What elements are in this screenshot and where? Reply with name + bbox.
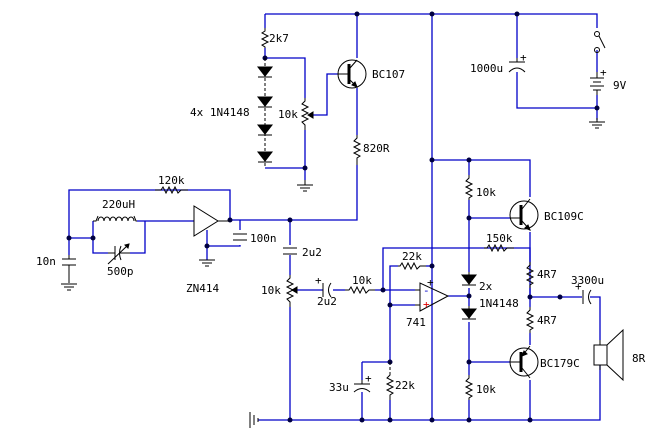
label-220uh: 220uH — [102, 198, 135, 211]
resistor-22k-bias: 22k — [385, 362, 415, 400]
capacitor-100n: 100n — [233, 232, 277, 245]
diode-pair-2x: 2x 1N4148 — [460, 272, 519, 320]
transistor-bc179c: BC179C — [509, 345, 580, 379]
variable-capacitor-500p: 500p — [107, 243, 134, 278]
resistor-10k-bottom: 10k — [464, 375, 496, 400]
capacitor-10n: 10n — [36, 255, 76, 283]
label-3300u: 3300u — [571, 274, 604, 287]
label-inverting: - — [423, 284, 430, 297]
label-22k-feedback: 22k — [402, 250, 422, 263]
opamp-741: - + + 741 — [406, 276, 450, 329]
resistor-22k-feedback: 22k — [398, 250, 426, 271]
label-33u: 33u — [329, 381, 349, 394]
label-820r: 820R — [363, 142, 390, 155]
potentiometer-bias-10k: 10k — [278, 98, 314, 130]
label-pot-10k: 10k — [278, 108, 298, 121]
junctions — [66, 11, 600, 423]
capacitor-2u2-a: 2u2 — [283, 246, 322, 259]
label-10k-top: 10k — [476, 186, 496, 199]
inductor-220uh: 220uH — [93, 198, 137, 222]
label-plus: + — [600, 66, 607, 79]
label-plus: + — [575, 280, 582, 293]
label-9v: 9V — [613, 79, 627, 92]
label-500p: 500p — [107, 265, 134, 278]
resistor-10k-input: 10k — [345, 274, 375, 295]
resistor-150k: 150k — [484, 232, 514, 253]
label-10k-input: 10k — [352, 274, 372, 287]
label-150k: 150k — [486, 232, 513, 245]
label-741: 741 — [406, 316, 426, 329]
resistor-120k: 120k — [155, 174, 188, 195]
ground-battery — [589, 118, 605, 129]
label-volume-10k: 10k — [261, 284, 281, 297]
transistor-bc109c: BC109C — [509, 198, 584, 231]
diode-string-4x: 4x 1N4148 — [190, 58, 274, 168]
label-1n4148: 1N4148 — [479, 297, 519, 310]
label-10k-bottom: 10k — [476, 383, 496, 396]
wires — [68, 13, 601, 421]
label-4r7-b: 4R7 — [537, 314, 557, 327]
ic-zn414: ZN414 — [186, 205, 230, 295]
label-2k7: 2k7 — [269, 32, 289, 45]
label-1000u: 1000u — [470, 62, 503, 75]
resistor-2k7: 2k7 — [260, 28, 289, 48]
ground-bias — [297, 180, 313, 192]
label-2x: 2x — [479, 280, 493, 293]
power-switch[interactable] — [594, 31, 606, 53]
label-vplus: + — [427, 276, 434, 289]
capacitor-1000u: + 1000u — [470, 51, 527, 75]
label-plus: + — [365, 372, 372, 385]
label-zn414: ZN414 — [186, 282, 219, 295]
battery-9v: + 9V — [590, 66, 627, 95]
label-100n: 100n — [250, 232, 277, 245]
ground-zn414 — [199, 259, 215, 267]
label-2u2-b: 2u2 — [317, 295, 337, 308]
resistor-820r: 820R — [352, 135, 390, 165]
capacitor-33u: + 33u — [329, 372, 372, 394]
ground-10n — [61, 283, 77, 291]
resistor-10k-top: 10k — [464, 175, 496, 200]
label-4x-1n4148: 4x 1N4148 — [190, 106, 250, 119]
capacitor-2u2-b: + 2u2 — [315, 274, 337, 308]
label-8r: 8R — [632, 352, 646, 365]
ground-main — [249, 412, 259, 428]
resistor-4r7-b: 4R7 — [525, 307, 557, 333]
potentiometer-volume-10k[interactable]: 10k — [261, 275, 298, 307]
label-22k-bias: 22k — [395, 379, 415, 392]
label-bc179c: BC179C — [540, 357, 580, 370]
label-bc107: BC107 — [372, 68, 405, 81]
label-10n: 10n — [36, 255, 56, 268]
capacitor-3300u: + 3300u — [571, 274, 604, 305]
label-bc109c: BC109C — [544, 210, 584, 223]
label-plus: + — [315, 274, 322, 287]
label-plus: + — [520, 51, 527, 64]
label-2u2-a: 2u2 — [302, 246, 322, 259]
transistor-bc107: BC107 — [337, 59, 405, 89]
label-noninverting: + — [423, 298, 430, 311]
speaker-8r: 8R — [593, 328, 646, 382]
label-4r7-a: 4R7 — [537, 268, 557, 281]
resistor-4r7-a: 4R7 — [525, 262, 557, 288]
label-120k: 120k — [158, 174, 185, 187]
